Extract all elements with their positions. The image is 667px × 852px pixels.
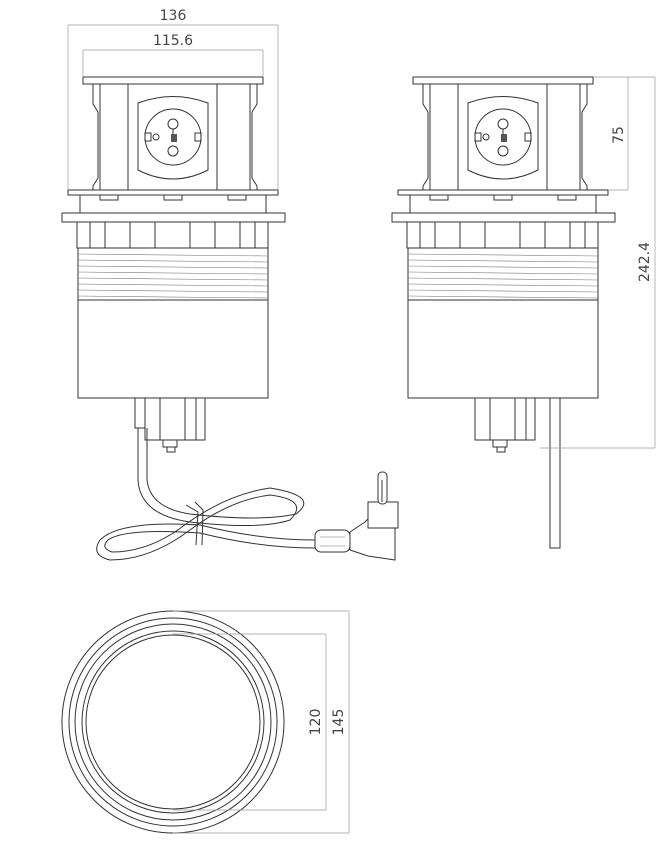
svg-text:75: 75 bbox=[611, 126, 627, 144]
power-cable bbox=[96, 428, 316, 561]
svg-text:145: 145 bbox=[331, 709, 347, 736]
dimension-inner-diameter: 120 bbox=[173, 633, 327, 811]
top-view bbox=[61, 610, 285, 834]
schuko-plug-icon bbox=[314, 471, 399, 561]
dimension-overall-width: 136 bbox=[67, 8, 279, 190]
dimension-total-height: 242.4 bbox=[540, 76, 656, 449]
svg-text:242.4: 242.4 bbox=[637, 242, 653, 282]
front-view-with-cable bbox=[61, 76, 399, 561]
dimension-cap-height: 75 bbox=[593, 76, 629, 191]
front-view-straight-cable bbox=[391, 76, 616, 549]
svg-text:136: 136 bbox=[160, 8, 187, 24]
dimension-outer-diameter: 145 bbox=[173, 610, 350, 834]
svg-text:115.6: 115.6 bbox=[153, 33, 193, 49]
svg-text:120: 120 bbox=[308, 709, 324, 736]
dimension-cap-width: 115.6 bbox=[82, 33, 264, 77]
